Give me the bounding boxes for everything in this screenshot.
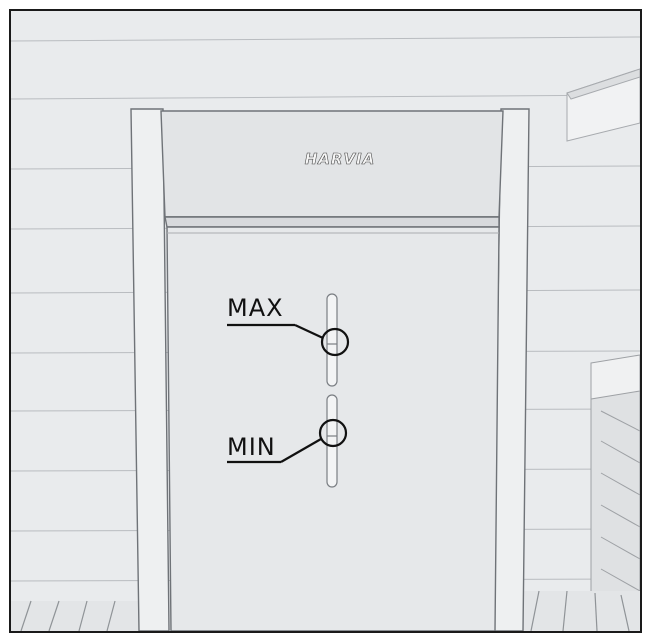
illustration-frame: HARVIA MAX MIN <box>9 9 642 633</box>
right-bench <box>591 355 640 631</box>
sauna-heater-drawing <box>11 11 640 631</box>
heater-top-panel <box>161 111 503 227</box>
min-level-label: MIN <box>227 435 276 459</box>
max-level-label: MAX <box>227 296 284 320</box>
harvia-logo: HARVIA <box>290 150 390 168</box>
